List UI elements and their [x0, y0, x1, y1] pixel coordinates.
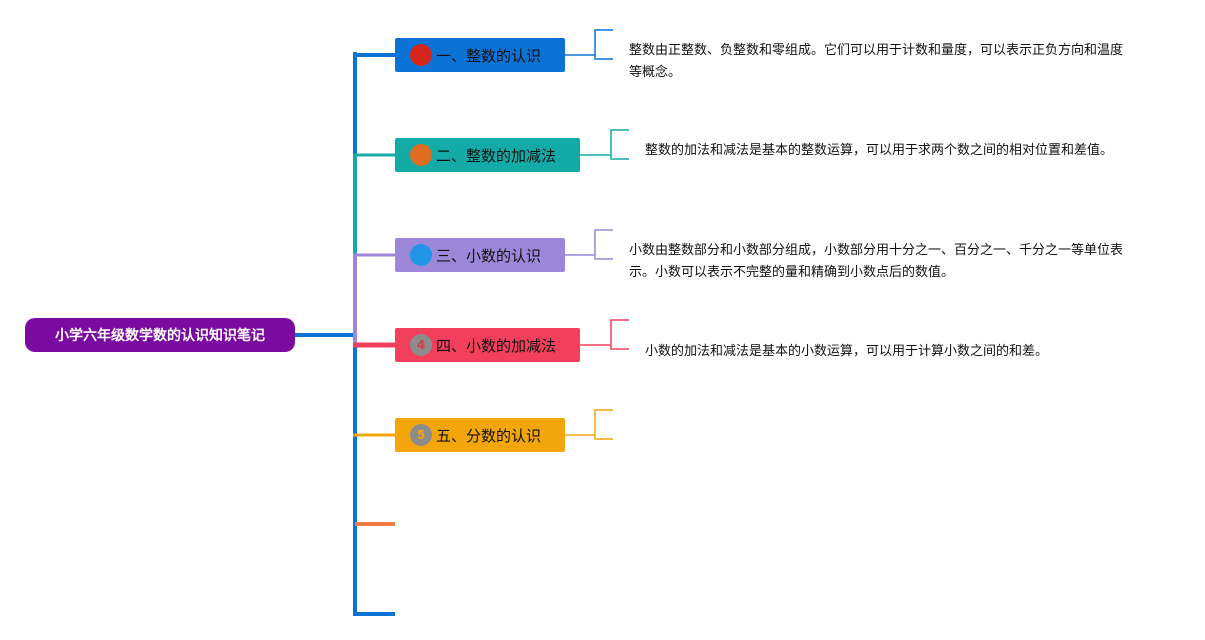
note-bracket	[610, 129, 629, 160]
note-bracket	[594, 409, 613, 440]
topic-fraction-concept[interactable]: 5 五、分数的认识	[395, 418, 565, 452]
topic-label: 二、整数的加减法	[436, 146, 557, 165]
note-bracket	[594, 29, 613, 60]
note-decimal-add-subtract[interactable]: 小数的加法和减法是基本的小数运算，可以用于计算小数之间的和差。	[645, 344, 1049, 359]
root-topic-label: 小学六年级数学数的认识知识笔记	[55, 328, 265, 344]
topic-label: 五、分数的认识	[436, 426, 542, 445]
topic-integer-concept[interactable]: 1 一、整数的认识	[395, 38, 565, 72]
note-integer-add-subtract[interactable]: 整数的加法和减法是基本的整数运算，可以用于求两个数之间的相对位置和差值。	[645, 143, 1114, 158]
number-4-badge-icon: 4	[410, 334, 432, 356]
topic-decimal-add-subtract[interactable]: 4 四、小数的加减法	[395, 328, 580, 362]
topic-label: 四、小数的加减法	[436, 336, 557, 355]
topic-decimal-concept[interactable]: 3 三、小数的认识	[395, 238, 565, 272]
topic-label: 三、小数的认识	[436, 246, 542, 265]
topic-integer-add-subtract[interactable]: 2 二、整数的加减法	[395, 138, 580, 172]
number-1-badge-icon: 1	[410, 44, 432, 66]
number-3-badge-icon: 3	[410, 244, 432, 266]
note-decimal-concept[interactable]: 小数由整数部分和小数部分组成，小数部分用十分之一、百分之一、千分之一等单位表示。…	[629, 243, 1124, 280]
topic-label: 一、整数的认识	[436, 46, 542, 65]
number-5-badge-icon: 5	[410, 424, 432, 446]
number-2-badge-icon: 2	[410, 144, 432, 166]
note-integer-concept[interactable]: 整数由正整数、负整数和零组成。它们可以用于计数和量度，可以表示正负方向和温度等概…	[629, 43, 1124, 80]
root-topic[interactable]: 小学六年级数学数的认识知识笔记	[25, 318, 295, 352]
note-bracket	[610, 319, 629, 350]
note-bracket	[594, 229, 613, 260]
